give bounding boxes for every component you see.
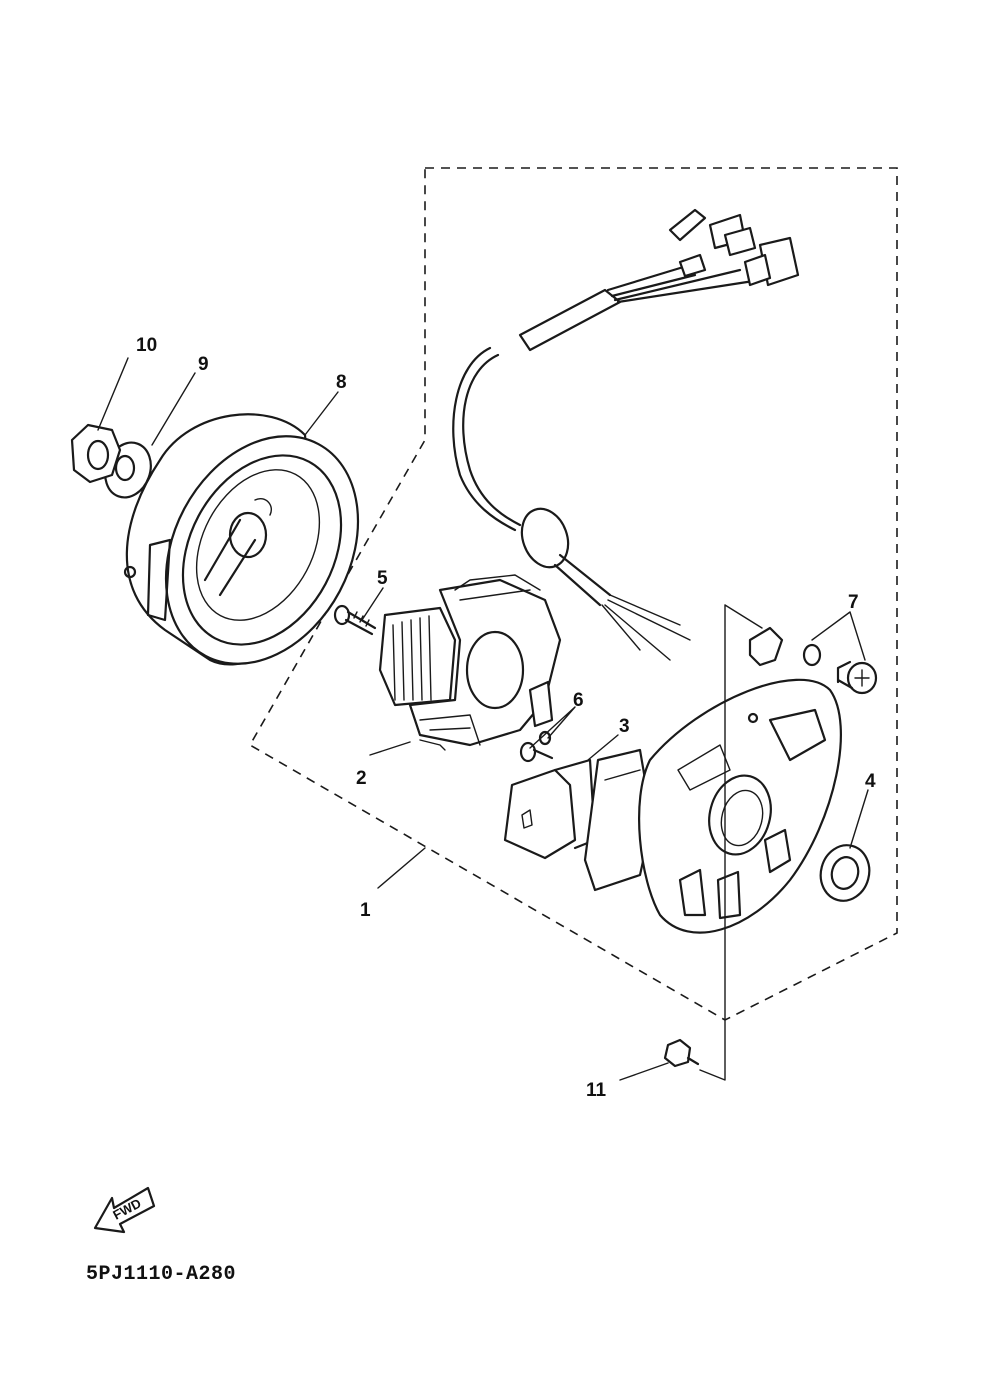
pickup-coil: [503, 748, 654, 892]
callout-4: 4: [865, 771, 876, 792]
stator-coil: [378, 574, 562, 751]
callout-3: 3: [619, 716, 630, 737]
callout-11: 11: [586, 1080, 607, 1101]
wire-harness: [452, 208, 800, 661]
forward-arrow-icon: FWD: [93, 1186, 156, 1234]
callout-1: 1: [360, 900, 371, 921]
bolt: [663, 1038, 700, 1068]
pickup-screws: [519, 730, 554, 763]
callout-8: 8: [336, 372, 347, 393]
callout-2: 2: [356, 768, 367, 789]
callout-10: 10: [136, 335, 157, 356]
flywheel-rotor: [123, 413, 360, 666]
lead-clamp-set: [748, 626, 878, 695]
callout-6: 6: [573, 690, 584, 711]
diagram-reference-code: 5PJ1110-A280: [86, 1263, 237, 1286]
callout-5: 5: [377, 568, 388, 589]
leader-lines: [97, 357, 869, 1080]
oil-seal: [819, 844, 871, 902]
nut: [70, 423, 122, 484]
callout-7: 7: [848, 592, 859, 613]
callout-9: 9: [198, 354, 209, 375]
assembly-outline: [248, 167, 898, 1021]
stator-base-plate: [637, 678, 842, 934]
